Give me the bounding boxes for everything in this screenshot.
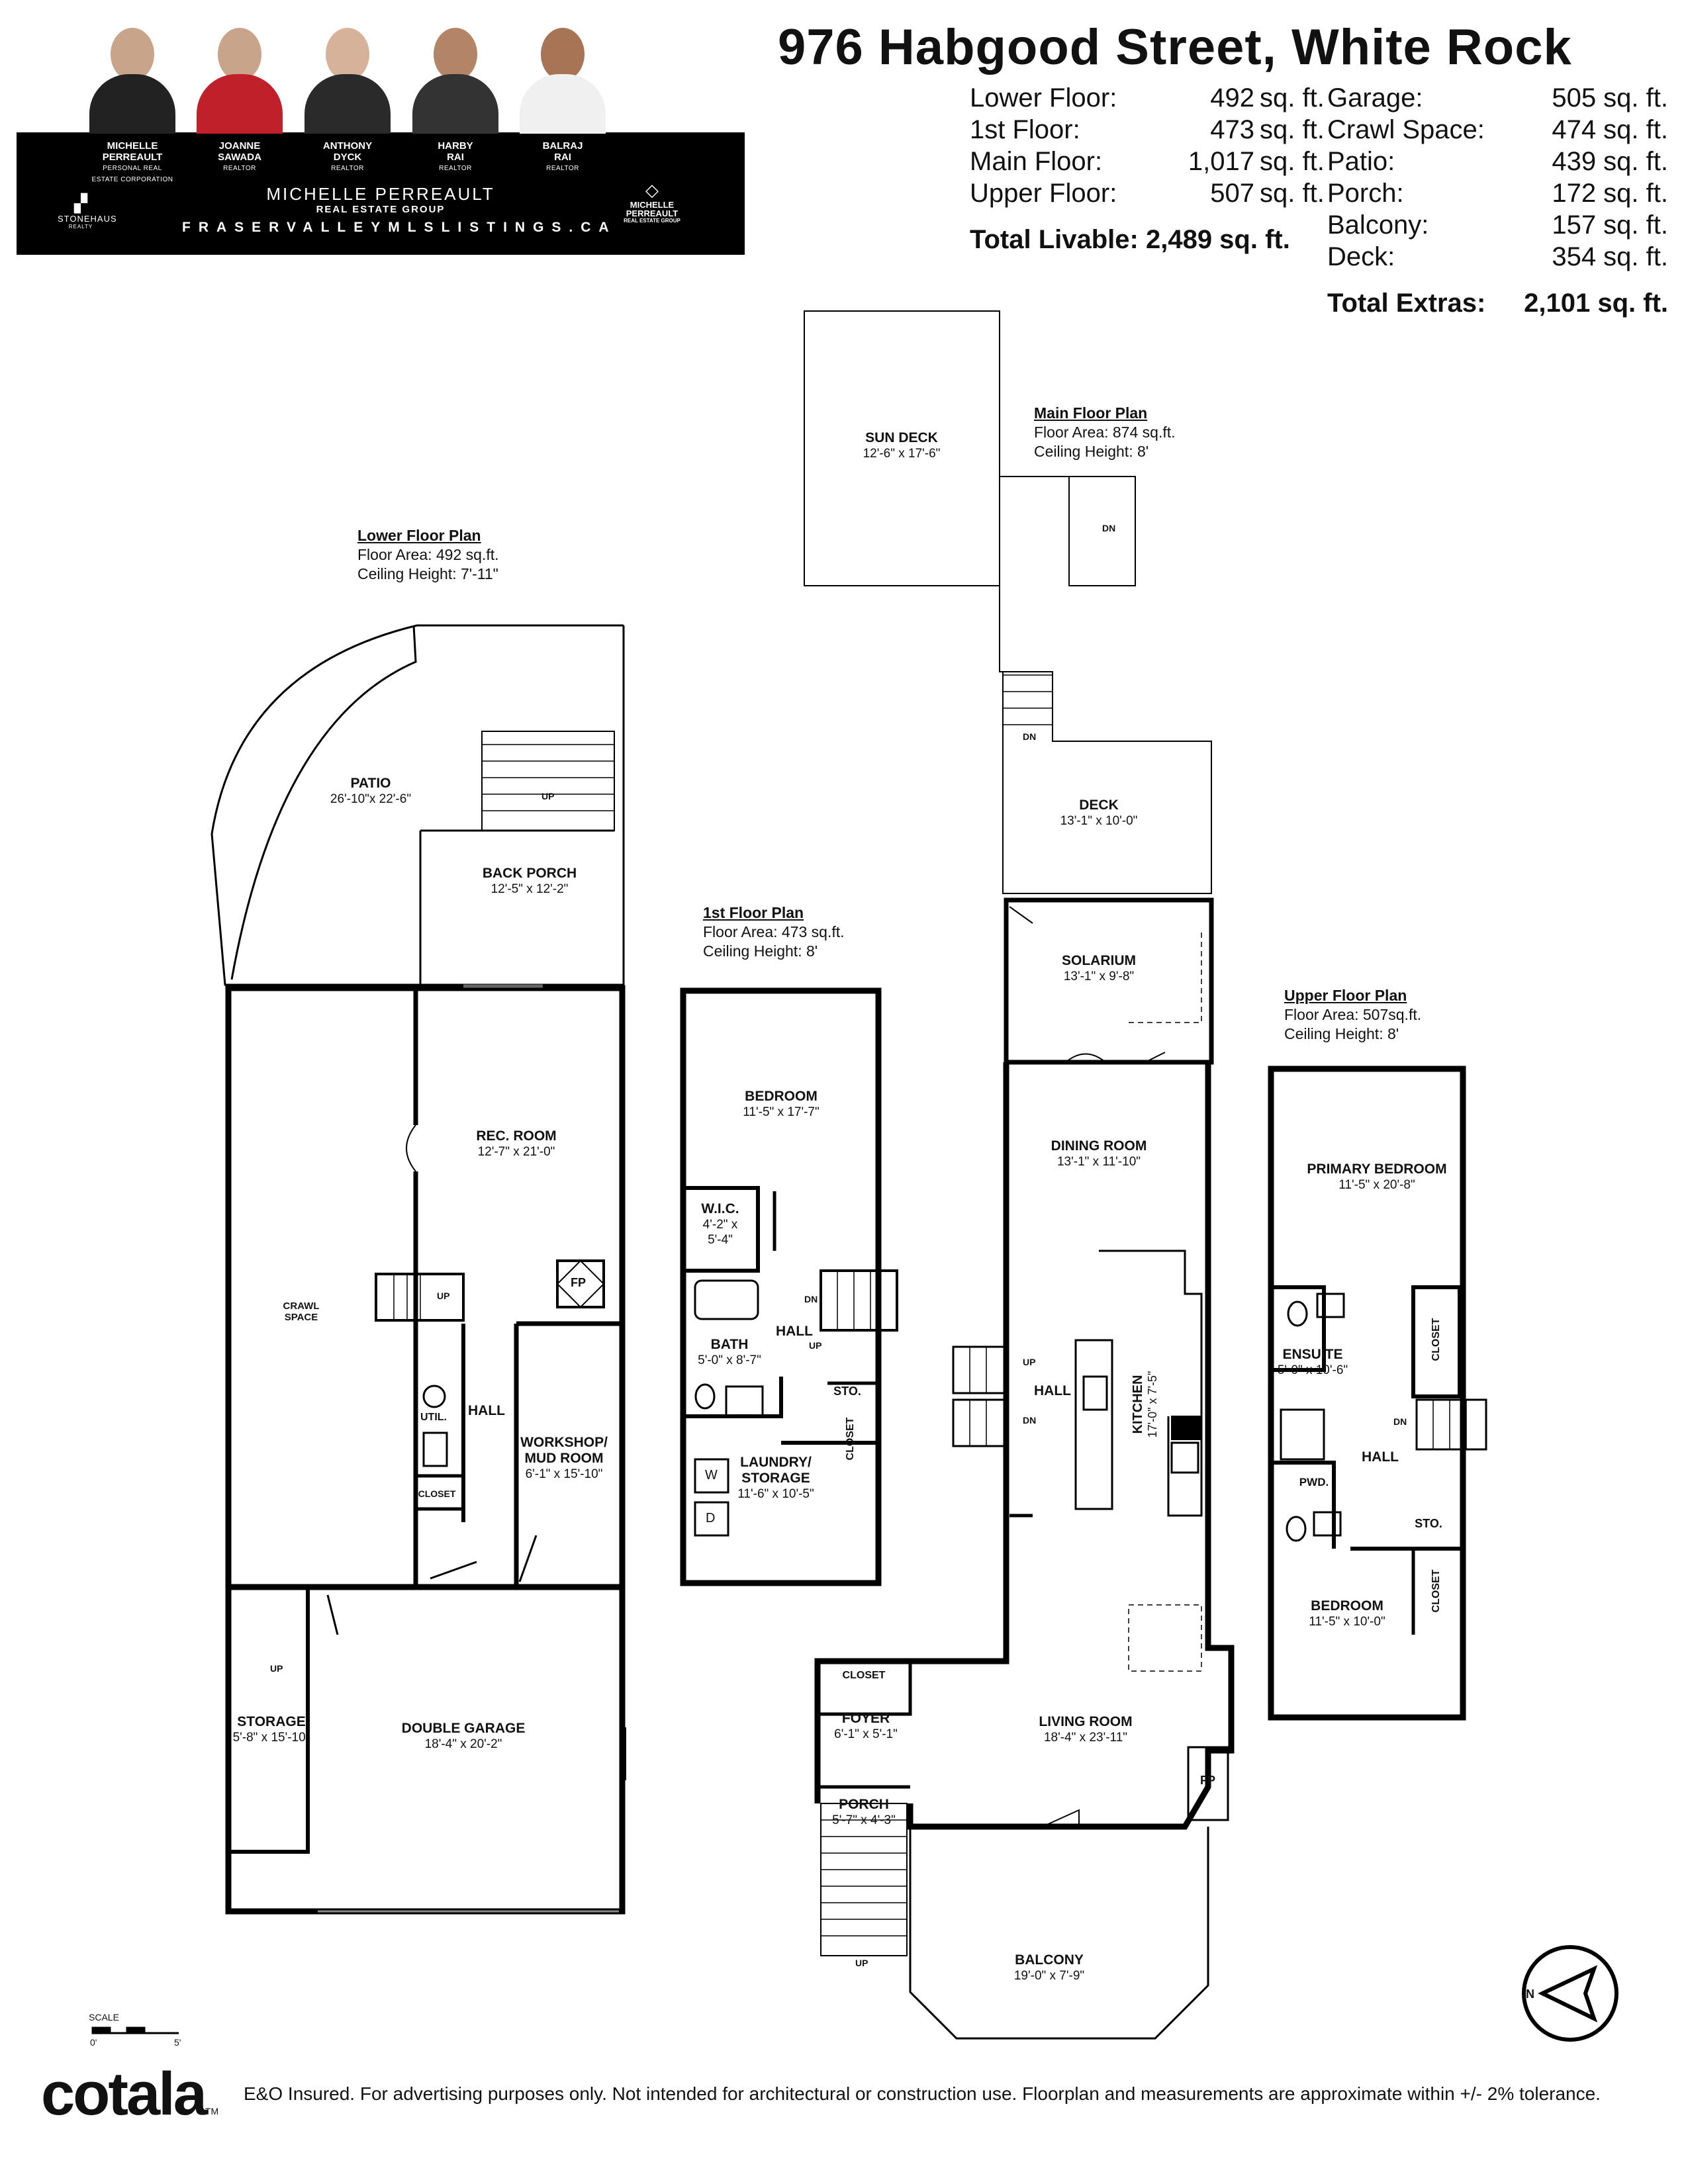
north-compass	[1522, 1945, 1618, 2042]
stair-dn-marker: DN	[1102, 523, 1116, 533]
room-hall-main: HALL	[1034, 1383, 1071, 1398]
scale-min: 0'	[90, 2037, 97, 2048]
stair-dn-marker: DN	[1393, 1416, 1407, 1427]
stair-dn-marker: DN	[804, 1294, 818, 1304]
website: FRASERVALLEYMLSLISTINGS.CA	[182, 220, 617, 235]
stair-up-marker: UP	[855, 1958, 868, 1968]
property-address: 976 Habgood Street, White Rock	[778, 19, 1572, 75]
washer-marker: W	[705, 1468, 718, 1482]
group-name: MICHELLE PERREAULT	[266, 184, 495, 204]
stair-up-marker: UP	[541, 791, 555, 801]
room-pwd: PWD.	[1299, 1476, 1329, 1488]
room-closet-upper-1: CLOSET	[1430, 1318, 1442, 1361]
stair-up-marker: UP	[437, 1291, 450, 1301]
room-hall-upper: HALL	[1362, 1449, 1399, 1465]
room-closet-main: CLOSET	[842, 1670, 886, 1681]
group-logo: ◇ MICHELLE PERREAULT REAL ESTATE GROUP	[616, 180, 688, 224]
disclaimer: E&O Insured. For advertising purposes on…	[244, 2083, 1601, 2104]
agent-photo-anthony	[298, 21, 397, 134]
stair-up-marker: UP	[809, 1340, 822, 1351]
diamond-icon: ◇	[645, 180, 659, 200]
agent-photo-michelle	[83, 21, 182, 134]
total-extras: Total Extras:2,101 sq. ft.	[1327, 289, 1668, 318]
brokerage-logo: ▞ STONEHAUS REALTY	[58, 193, 117, 230]
room-closet-upper-2: CLOSET	[1430, 1569, 1442, 1613]
group-subtitle: REAL ESTATE GROUP	[316, 204, 445, 215]
agent-photo-joanne	[190, 21, 289, 134]
lower-floor-walls	[211, 624, 626, 1915]
agent-photo-balraj	[513, 21, 612, 134]
scale-label: SCALE	[89, 2012, 119, 2023]
scale-bar	[91, 2026, 179, 2034]
dryer-marker: D	[706, 1511, 716, 1525]
cotala-logo: cotalaTM	[41, 2060, 219, 2128]
agent-photo-harby	[406, 21, 505, 134]
stair-up-marker: UP	[1023, 1357, 1036, 1367]
room-sto-upper: STO.	[1415, 1517, 1442, 1530]
upper-floor-walls	[1268, 1066, 1487, 1721]
scale-max: 5'	[174, 2037, 181, 2048]
main-floor-walls	[804, 310, 1235, 2040]
room-closet-lower: CLOSET	[418, 1488, 456, 1499]
fireplace-marker: FP	[1200, 1774, 1216, 1787]
room-hall-first: HALL	[776, 1324, 813, 1339]
room-sto-first: STO.	[833, 1385, 861, 1398]
stair-dn-marker: DN	[1023, 731, 1037, 742]
total-livable: Total Livable: 2,489 sq. ft.	[970, 225, 1290, 254]
first-floor-walls	[680, 987, 898, 1586]
fireplace-marker: FP	[571, 1276, 586, 1289]
stair-dn-marker: DN	[1023, 1415, 1037, 1426]
brokerage-icon: ▞	[74, 193, 87, 213]
north-label: N	[1526, 1987, 1534, 2001]
room-util: UTIL.	[420, 1412, 447, 1423]
room-hall-lower: HALL	[468, 1403, 505, 1418]
room-closet-first: CLOSET	[845, 1417, 856, 1461]
stair-up-marker: UP	[270, 1663, 283, 1674]
